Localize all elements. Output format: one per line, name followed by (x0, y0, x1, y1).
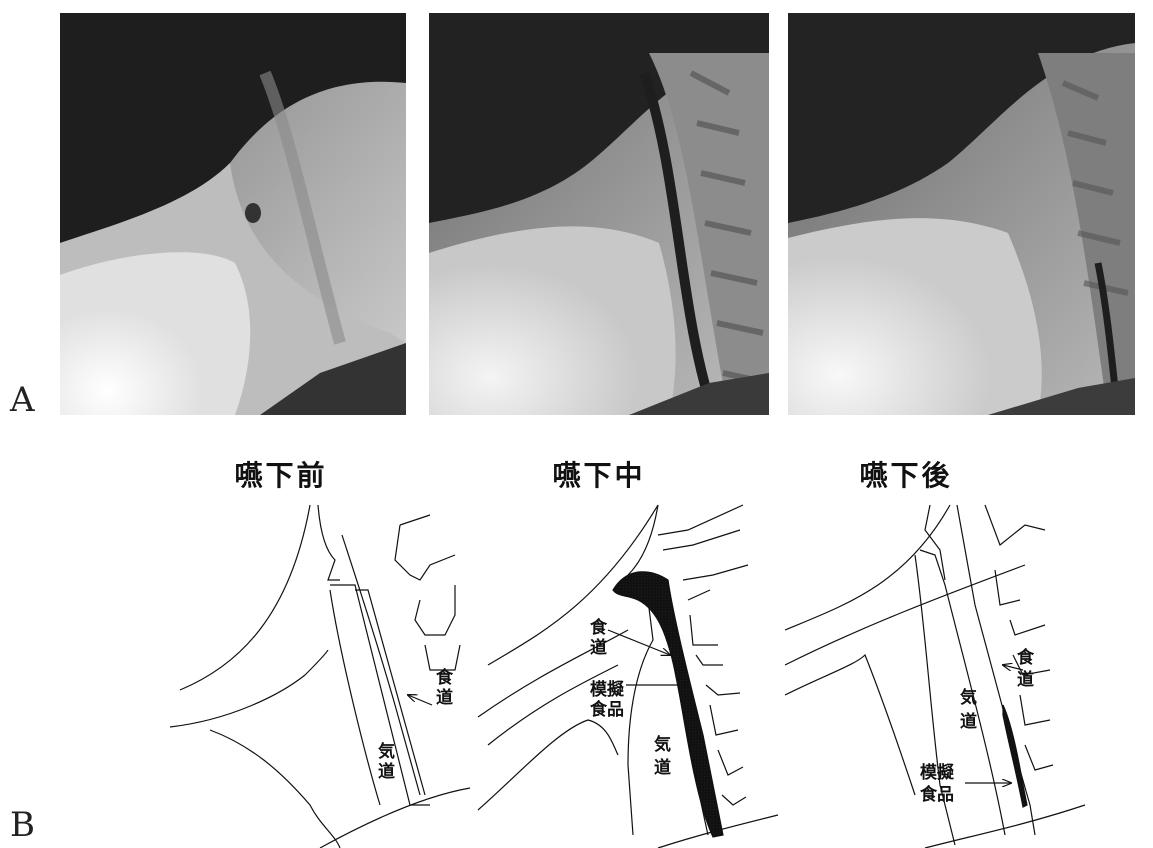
trace-outline (628, 505, 658, 575)
trace-outline (925, 505, 945, 580)
trace-outline (658, 505, 743, 550)
xray-frame-after (788, 13, 1135, 415)
airway-wall (330, 590, 380, 805)
spine-outline (985, 505, 1053, 770)
trace-outline (320, 788, 470, 848)
label-food-2: 食品 (590, 699, 624, 720)
trace-outline (925, 805, 1085, 848)
trace-diagram-before: 食 道 気 道 (170, 505, 470, 848)
trace-outline (785, 655, 915, 795)
label-esophagus-2: 道 (436, 687, 453, 708)
stage-title-before-swallow: 嚥下前 (234, 454, 327, 494)
trace-outline (170, 650, 328, 727)
food-bolus (613, 572, 723, 837)
label-esophagus-1: 食 (436, 667, 454, 688)
airway-wall (628, 600, 653, 835)
stage-title-after-swallow: 嚥下後 (859, 454, 952, 494)
panel-label-b: B (10, 805, 35, 845)
food-bolus (1003, 705, 1027, 807)
trace-outline (210, 730, 340, 848)
label-airway-1: 気 (377, 741, 395, 762)
panel-label-a: A (10, 380, 35, 420)
esophagus-arrow (608, 630, 670, 655)
trace-outline (478, 720, 618, 810)
esophagus-arrow (408, 695, 432, 705)
trace-outline (180, 505, 310, 690)
stage-title-during-swallow: 嚥下中 (552, 454, 645, 494)
xray-frame-before (60, 13, 406, 415)
label-airway-1: 気 (959, 687, 977, 708)
label-airway-2: 道 (654, 757, 671, 778)
label-airway-2: 道 (378, 761, 395, 782)
label-airway-2: 道 (960, 711, 977, 732)
label-food-1: 模擬 (590, 679, 625, 700)
xray-frame-during (429, 13, 769, 415)
spine-outline (395, 515, 455, 580)
label-esophagus-1: 食 (590, 617, 608, 638)
label-food-1: 模擬 (920, 762, 955, 783)
trace-outline (318, 505, 340, 580)
trace-outline (785, 505, 950, 630)
trace-diagram-during: 食 道 模擬 食品 気 道 (478, 505, 778, 848)
label-esophagus-1: 食 (1017, 647, 1035, 668)
label-esophagus-2: 道 (590, 637, 607, 658)
label-airway-1: 気 (653, 734, 671, 755)
label-esophagus-2: 道 (1017, 669, 1034, 690)
spine-outline (415, 585, 455, 635)
trace-diagram-after: 食 道 気 道 模擬 食品 (785, 505, 1085, 848)
airway-wall (663, 615, 708, 835)
spine-outline (425, 645, 460, 670)
label-food-2: 食品 (920, 784, 954, 805)
